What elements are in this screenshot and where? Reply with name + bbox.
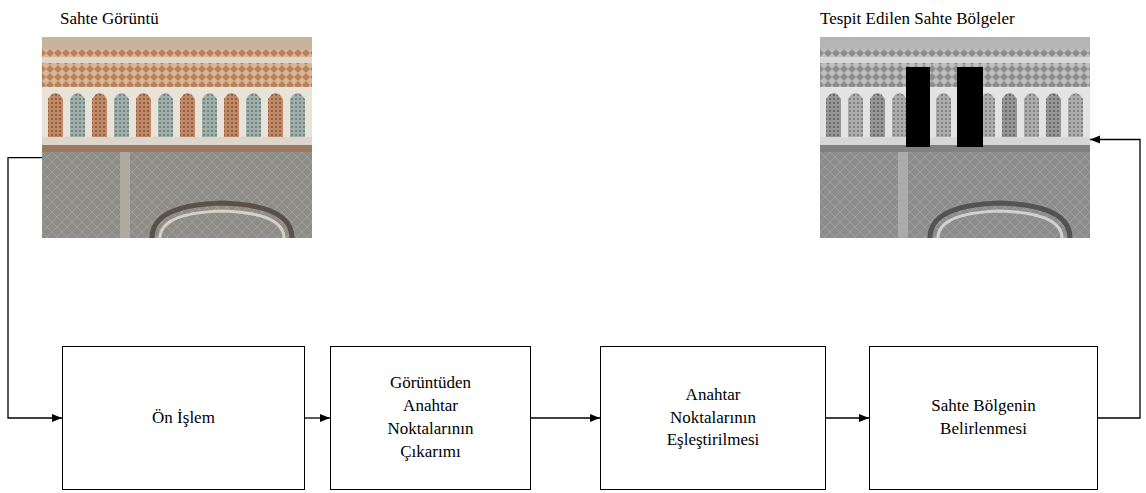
flow-arrow <box>826 417 869 418</box>
box-label: Ön İşlem <box>152 407 215 430</box>
detected-region <box>957 67 983 147</box>
result-image <box>820 37 1090 238</box>
image-panel: Tespit Edilen Sahte Bölgeler <box>820 37 1090 238</box>
box-label: Anahtar Noktalarının Eşleştirilmesi <box>648 384 778 453</box>
image-panel: Sahte Görüntü <box>42 37 312 238</box>
flow-arrow <box>531 417 600 418</box>
box-label: Görüntüden Anahtar Noktalarının Çıkarımı <box>371 372 491 464</box>
box-label: Sahte Bölgenin Belirlenmesi <box>914 395 1054 441</box>
flow-arrow <box>305 417 330 418</box>
image-title: Tespit Edilen Sahte Bölgeler <box>820 9 1015 29</box>
detected-region <box>906 67 930 147</box>
image-title: Sahte Görüntü <box>60 9 159 29</box>
process-box: Sahte Bölgenin Belirlenmesi <box>869 346 1098 490</box>
process-box: Görüntüden Anahtar Noktalarının Çıkarımı <box>330 346 531 490</box>
process-box: Ön İşlem <box>62 346 305 490</box>
process-box: Anahtar Noktalarının Eşleştirilmesi <box>600 346 826 490</box>
forged-image <box>42 37 312 238</box>
flow-arrow <box>8 158 62 418</box>
